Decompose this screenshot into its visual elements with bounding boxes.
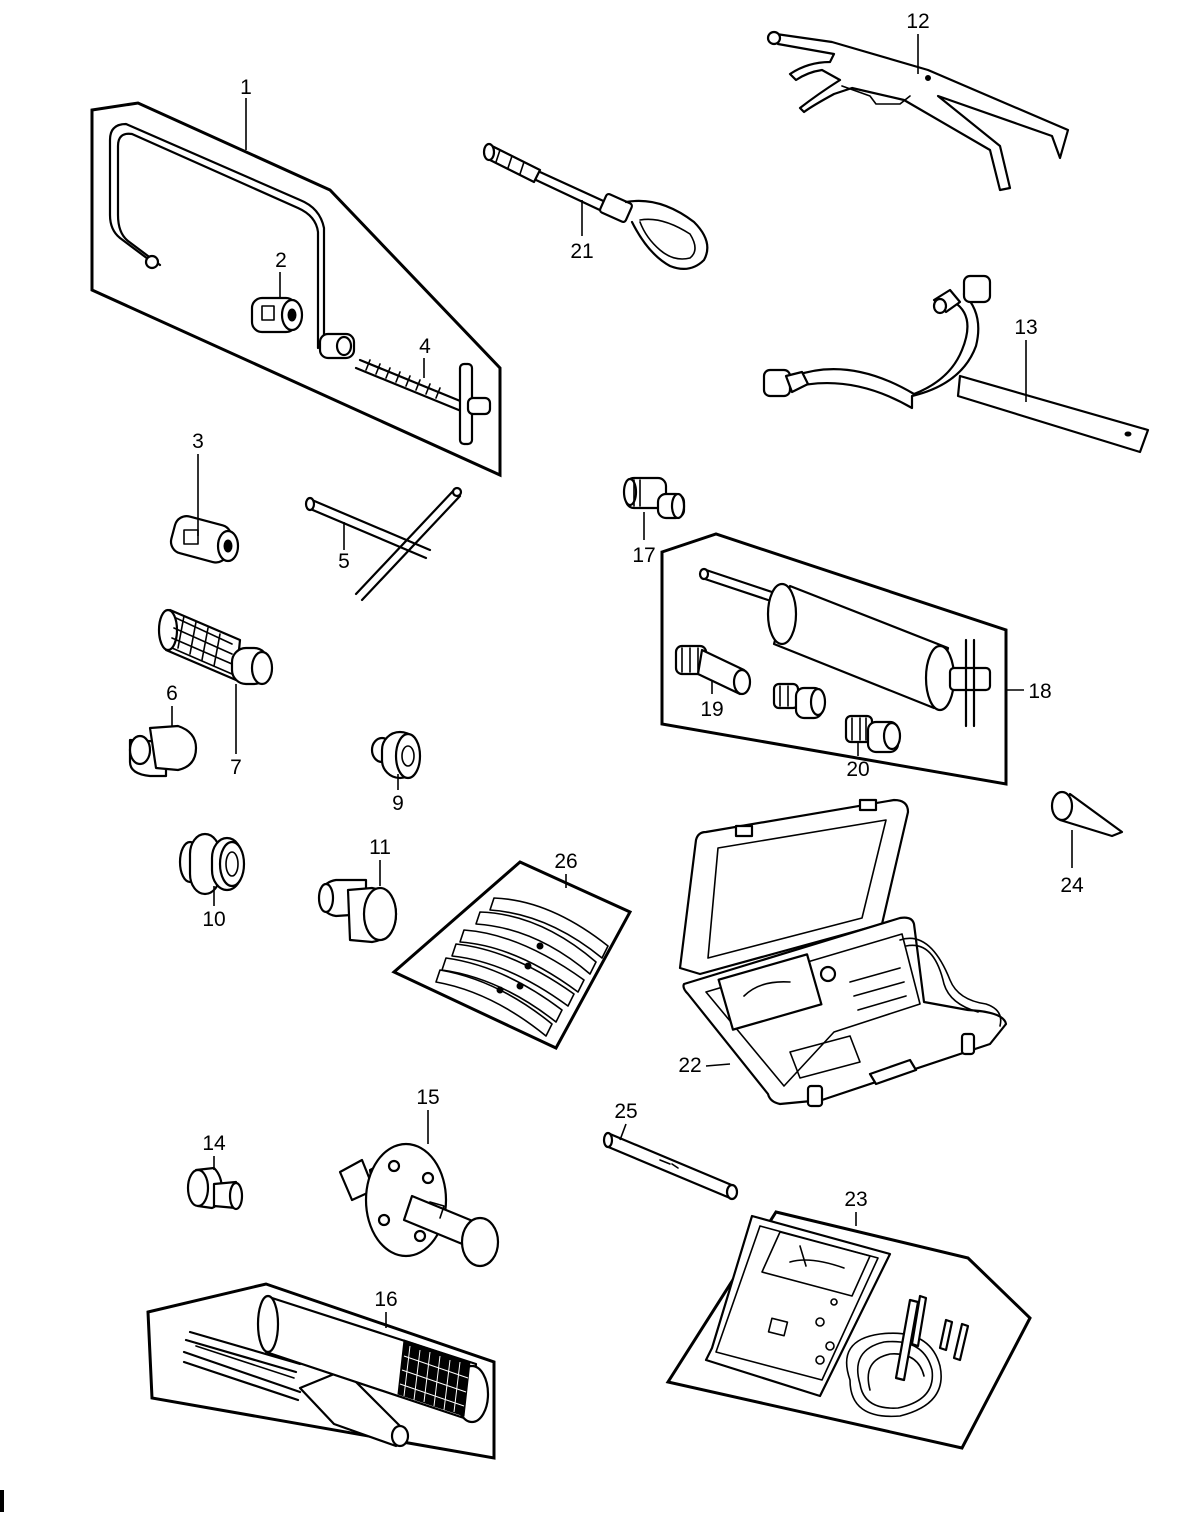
tool-4-threaded-bolt (354, 358, 492, 446)
tool-13-holder (762, 274, 1150, 454)
callout-23: 23 (844, 1188, 867, 1211)
callout-20: 20 (846, 758, 869, 781)
tool-17-fitting (622, 476, 686, 520)
callout-labels: 1 2 3 4 5 6 7 9 10 11 12 13 14 15 16 17 … (166, 10, 1084, 1311)
callout-14: 14 (202, 1132, 226, 1155)
tool-11-driver (317, 878, 398, 944)
callout-21: 21 (570, 240, 593, 263)
callout-11: 11 (369, 836, 391, 859)
callout-leaders (171, 34, 1073, 1328)
callout-13: 13 (1014, 316, 1037, 339)
corner-mark (0, 1490, 4, 1512)
tool-14-driver (186, 1166, 244, 1211)
callout-10: 10 (202, 908, 225, 931)
callout-6: 6 (166, 682, 178, 705)
callout-19: 19 (700, 698, 723, 721)
tool-9-driver (370, 730, 422, 780)
callout-26: 26 (554, 850, 577, 873)
tool-2-collet (250, 296, 304, 334)
tool-set-16-frame (146, 1282, 496, 1460)
callout-12: 12 (906, 10, 929, 33)
callout-9: 9 (392, 792, 404, 815)
tool-10-driver (178, 832, 246, 896)
tool-22-tester-case (678, 798, 1008, 1108)
callout-2: 2 (275, 249, 287, 272)
tool-12-pliers (766, 30, 1070, 192)
tool-set-18-frame (660, 532, 1008, 786)
tool-set-1-frame (90, 101, 502, 478)
callout-5: 5 (338, 550, 350, 573)
callout-25: 25 (614, 1100, 637, 1123)
tool-18-adapter-mid (772, 682, 827, 720)
callout-7: 7 (230, 756, 242, 779)
tool-15-puller (338, 1142, 500, 1268)
callout-16: 16 (374, 1288, 397, 1311)
tool-19-adapter (674, 644, 752, 696)
tool-5-t-handle (304, 486, 463, 602)
tool-25-rod (602, 1131, 739, 1201)
callout-4: 4 (419, 335, 431, 358)
callout-24: 24 (1060, 874, 1084, 897)
tool-3-collet (169, 515, 240, 564)
tool-set-26-frame (391, 860, 633, 1050)
callout-17: 17 (632, 544, 655, 567)
tool-20-adapter (844, 714, 902, 754)
callout-1: 1 (240, 76, 252, 99)
tool-7-knurled-driver (157, 608, 274, 686)
callout-3: 3 (192, 430, 204, 453)
tool-6-driver (128, 724, 198, 778)
tool-24-cone (1050, 790, 1124, 838)
callout-15: 15 (416, 1086, 439, 1109)
tool-21-filter-wrench (482, 142, 709, 271)
tool-set-23-frame (665, 1210, 1032, 1450)
callout-18: 18 (1028, 680, 1051, 703)
callout-22: 22 (678, 1054, 701, 1077)
